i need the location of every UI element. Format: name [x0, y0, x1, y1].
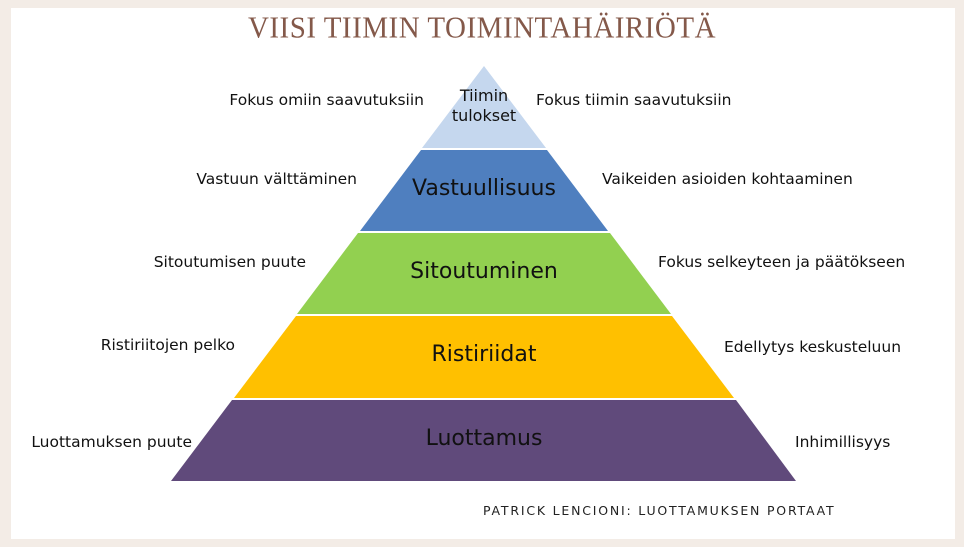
tier-conflict-left-label: Ristiriitojen pelko: [100, 336, 235, 354]
tier-conflict-right-label: Edellytys keskusteluun: [724, 338, 902, 356]
tier-conflict-label: Ristiriidat: [431, 342, 537, 367]
tier-commitment-right-label: Fokus selkeyteen ja päätökseen: [658, 253, 906, 271]
tier-accountability-left-label: Vastuun välttäminen: [196, 170, 357, 188]
tier-trust-right-label: Inhimillisyys: [795, 433, 891, 451]
tier-trust-label: Luottamus: [425, 426, 543, 451]
tier-trust-shape: [171, 400, 796, 481]
tier-results-right-label: Fokus tiimin saavutuksiin: [536, 91, 732, 109]
tier-commitment-left-label: Sitoutumisen puute: [153, 253, 306, 271]
tier-commitment-shape: [297, 233, 671, 314]
tier-results-label: Tiimin tulokset: [434, 86, 534, 126]
tier-conflict-shape: [234, 316, 734, 398]
tier-results-left-label: Fokus omiin saavutuksiin: [229, 91, 424, 109]
tier-accountability-right-label: Vaikeiden asioiden kohtaaminen: [602, 170, 853, 188]
source-credit: PATRICK LENCIONI: LUOTTAMUKSEN PORTAAT: [483, 503, 836, 518]
tier-results-line1: Tiimin: [459, 86, 509, 105]
slide-title: VIISI TIIMIN TOIMINTAHÄIRIÖTÄ: [247, 11, 717, 45]
tier-commitment-label: Sitoutuminen: [410, 259, 558, 284]
tier-accountability-shape: [360, 150, 608, 231]
tier-results-shape: [422, 66, 546, 148]
tier-accountability-label: Vastuullisuus: [412, 176, 556, 201]
tier-trust-left-label: Luottamuksen puute: [31, 433, 192, 451]
tier-results-line2: tulokset: [451, 106, 517, 125]
